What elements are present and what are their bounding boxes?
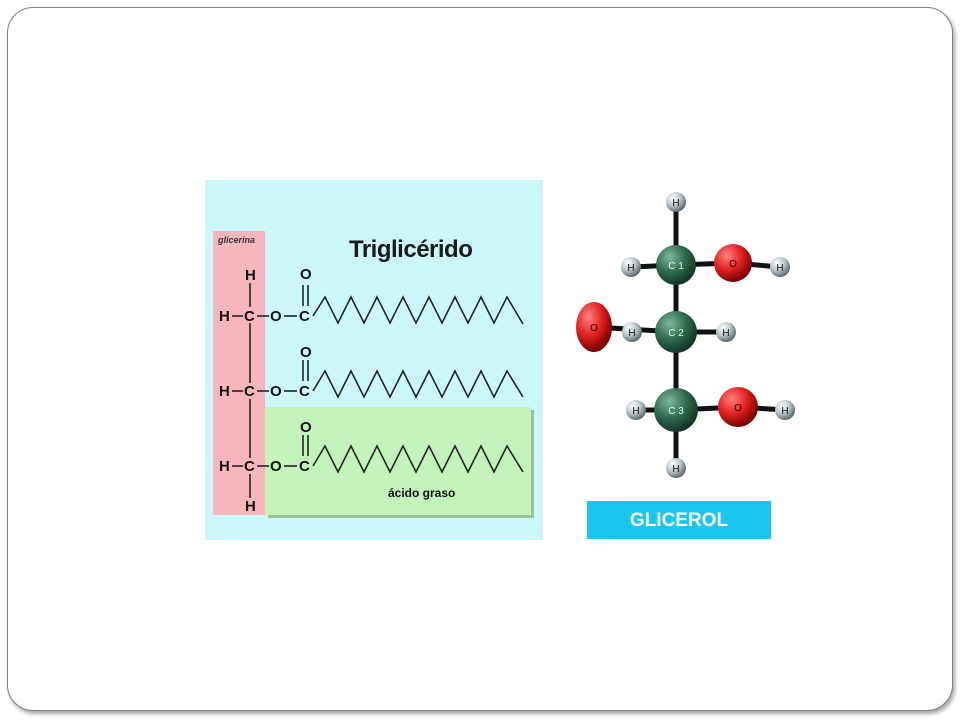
atom-h: H [245,498,256,515]
hydrogen-atom [716,322,736,342]
oxygen-label: O [590,323,598,334]
carbon-label-c1: C 1 [668,261,684,272]
triglyceride-title: Triglicérido [349,236,473,263]
oxygen-atoms [576,244,758,427]
atom-c: C [299,458,310,475]
carbon-atoms [654,245,698,432]
glicerol-label: GLICEROL [587,501,771,539]
atom-h: H [219,458,230,475]
carbon-atom [656,245,696,285]
carbon-label-c3: C 3 [668,406,684,417]
hydrogen-atoms [621,192,795,478]
carbon-atom [654,388,698,432]
carbon-label-c2: C 2 [668,328,684,339]
hydrogen-atom [666,458,686,478]
oxygen-label: O [729,259,737,270]
fatty-acid-label: ácido graso [388,486,456,500]
atom-o: O [270,308,282,325]
atom-c: C [244,458,255,475]
atom-c: C [244,383,255,400]
hydrogen-label: H [672,198,679,209]
hydrogen-label: H [722,328,729,339]
atom-o: O [300,419,312,436]
hydrogen-atom [770,257,790,277]
fatty-acid-band [265,407,531,515]
hydrogen-label: H [781,406,788,417]
hydrogen-atom [775,400,795,420]
hydrogen-atom [621,257,641,277]
hydrogen-atom [666,192,686,212]
glycerin-band [213,231,265,515]
atom-c: C [299,308,310,325]
hydrogen-label: H [776,263,783,274]
hydrogen-label: H [672,464,679,475]
oxygen-atom [714,244,752,282]
atom-c: C [244,308,255,325]
oxygen-atom [718,387,758,427]
oxygen-label: O [734,403,742,414]
glycerin-label: glicerina [218,235,256,245]
atom-o: O [300,266,312,283]
hydrogen-atom [626,400,646,420]
atom-h: H [245,267,256,284]
atom-o: O [270,458,282,475]
atom-h: H [219,308,230,325]
hydrogen-label: H [628,328,635,339]
hydrogen-atom [622,322,642,342]
atom-o: O [270,383,282,400]
atom-h: H [219,383,230,400]
atom-o: O [300,344,312,361]
hydrogen-label: H [632,406,639,417]
atom-c: C [299,383,310,400]
oxygen-atom [576,302,612,352]
hydrogen-label: H [627,263,634,274]
carbon-atom [655,311,697,353]
